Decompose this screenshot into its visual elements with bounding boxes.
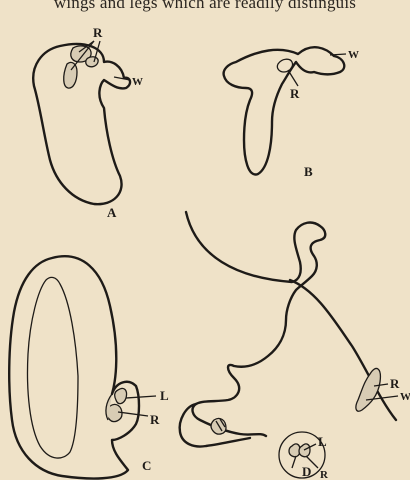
panel-d-label-r-lower: R xyxy=(320,469,329,480)
panel-a-rudiment-3 xyxy=(86,57,98,67)
panel-d-rudiment-1 xyxy=(289,444,300,457)
panel-d-label-l: L xyxy=(318,434,327,449)
panel-b-label-r: R xyxy=(290,86,300,101)
panel-b-letter: B xyxy=(304,164,313,179)
panel-a-label-w: W xyxy=(132,76,143,88)
panel-b-label-w: W xyxy=(348,49,359,61)
panel-a-outline xyxy=(33,44,130,204)
panel-b-outline xyxy=(224,47,345,174)
panel-c-outer-outline xyxy=(9,256,139,478)
panel-d-letter: D xyxy=(302,464,311,479)
panel-d-outer-arc xyxy=(186,212,325,436)
panel-c-label-l: L xyxy=(160,388,169,403)
panel-d-label-r: R xyxy=(390,376,400,391)
panel-b-rudiment xyxy=(277,59,292,72)
panel-d-body xyxy=(290,280,396,420)
panel-c-inner-outline xyxy=(28,277,79,458)
panel-c-rudiment-1 xyxy=(115,388,127,403)
panel-c-label-r: R xyxy=(150,412,160,427)
panel-a-label-r: R xyxy=(93,25,103,40)
panel-a: R W A xyxy=(33,25,143,220)
panel-c: L R C xyxy=(9,256,169,478)
panel-a-letter: A xyxy=(107,205,117,220)
panel-c-letter: C xyxy=(142,458,151,473)
panel-a-rudiment-2 xyxy=(64,62,77,88)
panel-b: R W B xyxy=(224,47,359,179)
panel-d: R W L R D xyxy=(180,212,410,480)
panel-d-label-w: W xyxy=(400,391,410,403)
